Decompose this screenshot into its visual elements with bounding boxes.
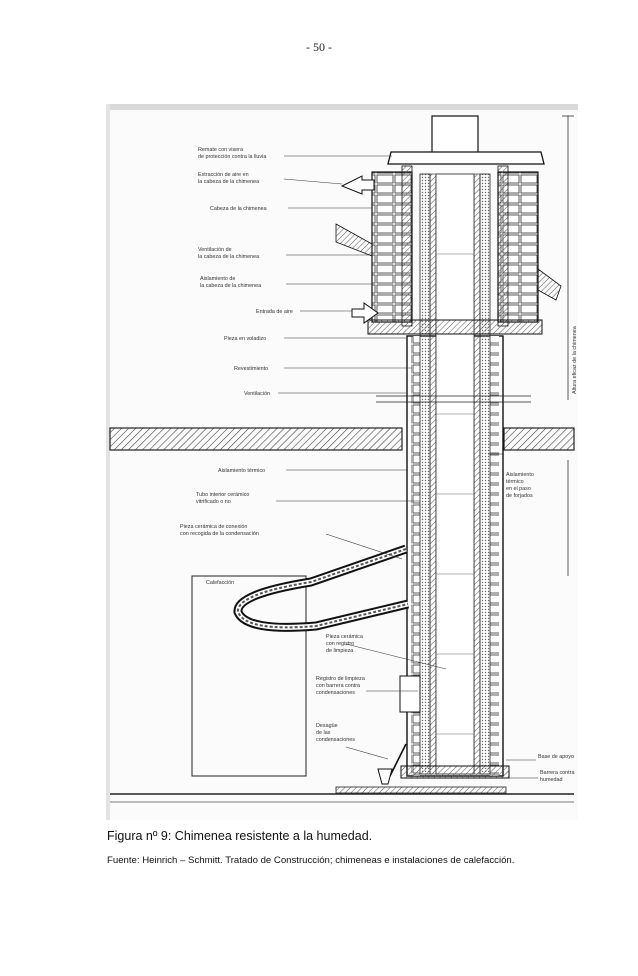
heating-connection [191, 544, 421, 785]
label-tubo-2: vitrificado o no [196, 499, 231, 505]
label-calefaccion: Calefacción [206, 580, 234, 586]
page-number: - 50 - [306, 40, 332, 54]
label-entrada-aire: Entrada de aire [256, 309, 293, 315]
dimension-lines [562, 115, 574, 576]
label-pieza-registro-3: de limpieza [326, 648, 353, 654]
diagram-labels: Remate con visera de protección contra l… [180, 147, 578, 783]
label-pieza-voladizo: Pieza en voladizo [224, 336, 266, 342]
label-altura: Altura eficaz de la chimenea [572, 326, 578, 394]
label-extraccion-1: Extracción de aire en [198, 172, 249, 178]
label-tubo-1: Tubo interior cerámico [196, 492, 249, 498]
chimney-head [335, 115, 562, 335]
label-extraccion-2: la cabeza de la chimenea [198, 179, 259, 185]
ground [110, 786, 574, 803]
label-aislamiento-paso-1: Aislamiento [506, 472, 534, 478]
label-registro-1: Registro de limpieza [316, 676, 365, 682]
label-desague-1: Desagüe [316, 723, 338, 729]
label-desague-2: de las [316, 730, 331, 736]
chimney-diagram: Remate con visera de protección contra l… [106, 104, 578, 820]
leader-lines [276, 155, 538, 779]
label-cabeza: Cabeza de la chimenea [210, 206, 267, 212]
label-aislamiento-cabeza-2: la cabeza de la chimenea [200, 283, 261, 289]
label-pieza-conexion-1: Pieza cerámica de conexión [180, 524, 247, 530]
label-ventilacion-cabeza-1: Ventilación de [198, 247, 232, 253]
label-remate-2: de protección contra la lluvia [198, 154, 266, 160]
label-aislamiento-cabeza-1: Aislamiento de [200, 276, 235, 282]
label-registro-3: condensaciones [316, 690, 355, 696]
label-revestimiento: Revestimiento [234, 366, 268, 372]
label-ventilacion: Ventilación [244, 391, 270, 397]
label-pieza-registro-1: Pieza cerámica [326, 634, 363, 640]
label-pieza-conexion-2: con recogida de la condensación [180, 531, 259, 537]
label-remate-1: Remate con visera [198, 147, 243, 153]
figure-source: Fuente: Heinrich – Schmitt. Tratado de C… [107, 855, 515, 866]
label-aislamiento-termico: Aislamiento térmico [218, 468, 265, 474]
label-aislamiento-paso-3: en el paso [506, 486, 531, 492]
floor-slab [109, 427, 575, 451]
chimney-shaft [376, 173, 531, 779]
figure-caption: Figura nº 9: Chimenea resistente a la hu… [107, 829, 373, 843]
label-barrera-2: humedad [540, 777, 562, 783]
label-barrera-1: Barrera contra [540, 770, 574, 776]
label-aislamiento-paso-2: térmico [506, 479, 524, 485]
label-aislamiento-paso-4: de forjados [506, 493, 533, 499]
label-registro-2: con barrera contra [316, 683, 360, 689]
label-pieza-registro-2: con registro [326, 641, 354, 647]
label-ventilacion-cabeza-2: la cabeza de la chimenea [198, 254, 259, 260]
label-desague-3: condensaciones [316, 737, 355, 743]
label-base-apoyo: Base de apoyo [538, 754, 574, 760]
